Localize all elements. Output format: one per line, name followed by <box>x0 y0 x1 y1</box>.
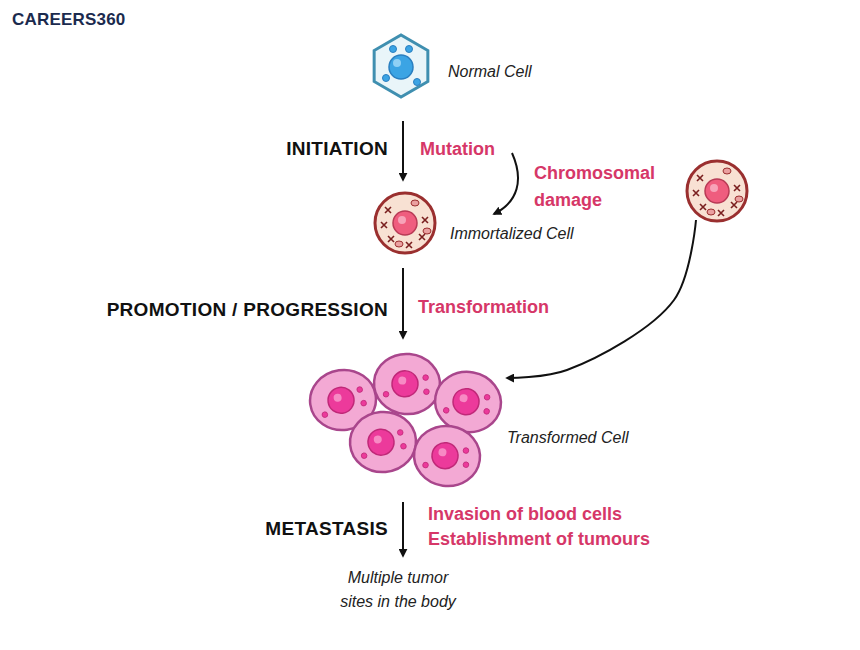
cell-nucleus <box>393 211 417 235</box>
cell-label: Chromosomal damage <box>534 160 666 214</box>
cell-stage: Immortalized Cell <box>372 190 438 256</box>
cell-membrane <box>374 35 428 97</box>
process-arrow <box>402 502 404 556</box>
stage-name: METASTASIS <box>265 518 388 540</box>
cell-stage: Multiple tumor sites in the body <box>333 566 463 618</box>
cell-label: Transformed Cell <box>507 428 629 447</box>
cell-illustration <box>684 158 750 224</box>
mutation-pointer <box>494 153 518 214</box>
cell-nucleus <box>705 179 729 203</box>
stage-name: INITIATION <box>286 138 388 160</box>
cell-stage: Transformed Cell <box>308 348 504 490</box>
cell-membrane <box>687 161 747 221</box>
cell-label: Normal Cell <box>448 62 532 81</box>
cell-label: Immortalized Cell <box>450 224 574 243</box>
cell-nucleus <box>326 386 355 415</box>
edge-label: Mutation <box>420 139 495 160</box>
process-arrow <box>402 268 404 338</box>
cell-label: Multiple tumor sites in the body <box>333 566 463 614</box>
cell-membrane <box>348 409 419 475</box>
cell-illustration <box>372 190 438 256</box>
process-arrow <box>402 121 404 180</box>
cell-nucleus <box>389 55 413 79</box>
cell-illustration <box>368 33 434 99</box>
cell-membrane <box>375 193 435 253</box>
cell-nucleus <box>451 387 481 417</box>
process-note: Invasion of blood cells <box>428 504 622 525</box>
brand-logo: CAREERS360 <box>12 10 126 30</box>
cell-nucleus <box>391 370 419 398</box>
cell-illustration <box>308 348 504 490</box>
cell-stage: Chromosomal damage <box>684 158 750 224</box>
stage-name: PROMOTION / PROGRESSION <box>107 299 388 321</box>
edge-label: Transformation <box>418 297 549 318</box>
cell-membrane <box>410 422 484 490</box>
cell-nucleus <box>367 428 395 456</box>
cell-stage: Normal Cell <box>368 33 434 99</box>
cell-nucleus <box>430 441 459 470</box>
process-note: Establishment of tumours <box>428 529 650 550</box>
cell-membrane <box>372 351 443 417</box>
